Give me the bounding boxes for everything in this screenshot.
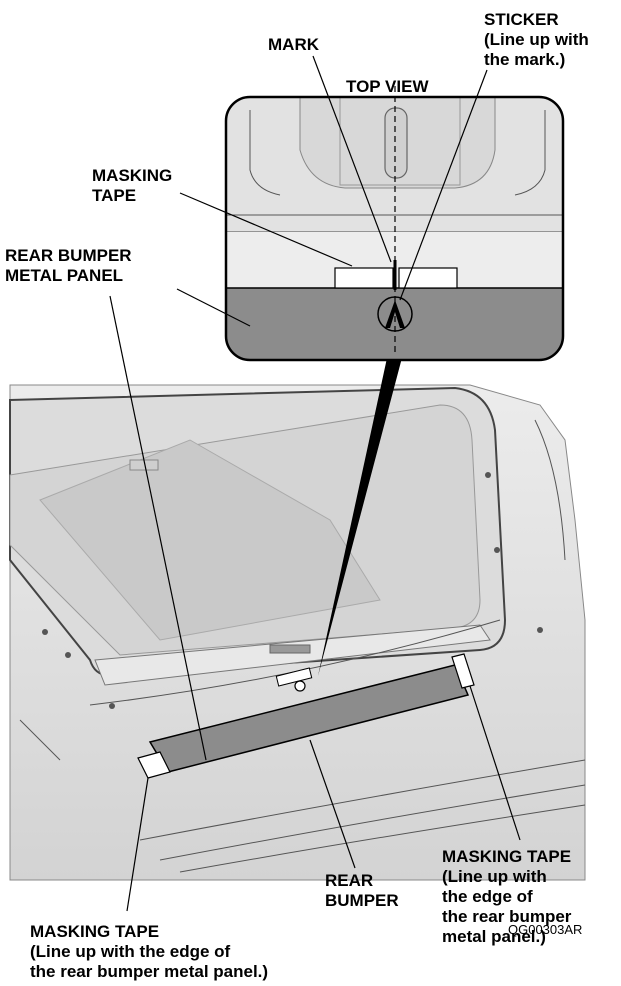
label-masking-tape-bottom: MASKING TAPE (Line up with the edge of t… [30,922,268,981]
inset-masking-tape-right [398,267,458,289]
label-top-view: TOP VIEW [346,77,429,96]
label-masking-tape-right: MASKING TAPE (Line up with the edge of t… [442,847,576,946]
figure-code: QG00303AR [508,922,582,937]
label-sticker: STICKER (Line up with the mark.) [484,10,594,69]
inset-masking-tape-left [334,267,394,289]
label-rear-bumper: REAR BUMPER [325,871,399,910]
center-sticker [294,680,306,692]
label-masking-tape-top: MASKING TAPE [92,166,177,205]
center-masking-tape [275,667,313,687]
trunk-sill [94,624,491,686]
inset-mark-emblem [385,300,405,328]
label-mark: MARK [268,35,320,54]
label-rear-bumper-metal-panel: REAR BUMPER METAL PANEL [5,246,136,285]
leader-lines [109,55,521,912]
top-view-inset [224,86,565,362]
car-rear-illustration [9,384,586,881]
zoom-wedge [318,335,408,676]
masking-tape-right [451,653,475,689]
labels: MARK STICKER (Line up with the mark.) TO… [5,10,594,981]
masking-tape-left [137,751,171,779]
trunk-floor-panel [39,439,381,641]
